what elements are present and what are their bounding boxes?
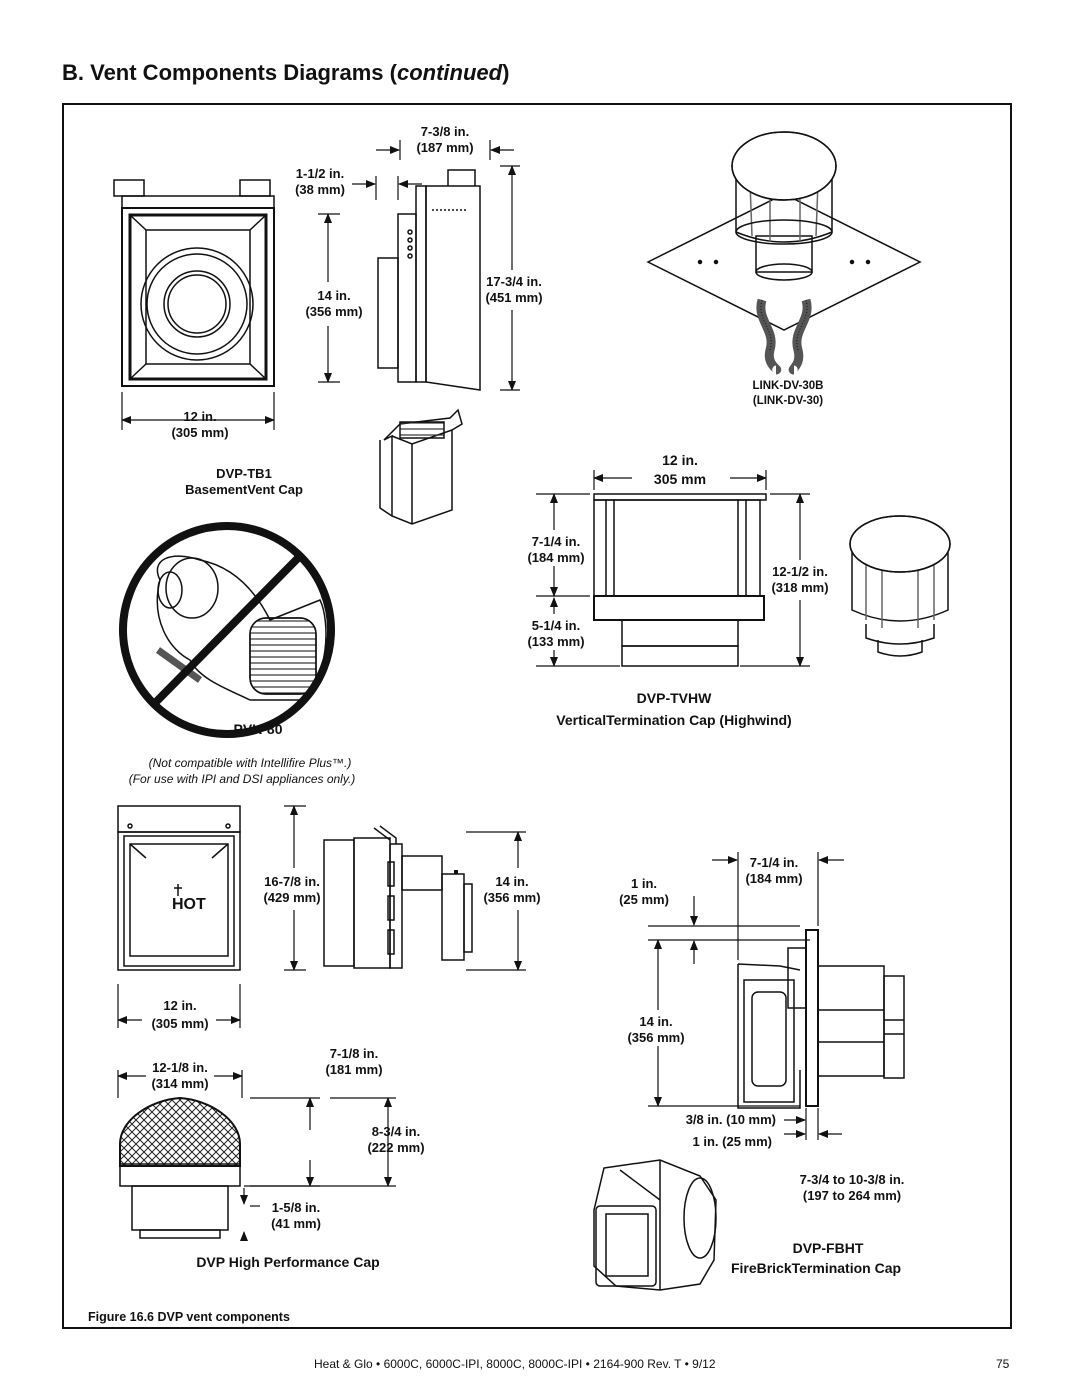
- pvk-note-2: (For use with IPI and DSI appliances onl…: [128, 772, 356, 786]
- hpc-width-mm: (305 mm): [151, 1016, 209, 1031]
- figure-caption: Figure 16.6 DVP vent components: [88, 1310, 290, 1324]
- hpc-guardh-dim: 8-3/4 in.(222 mm): [367, 1124, 425, 1155]
- prohibited-circle: [119, 522, 335, 738]
- tvhw-elevation-drawing: [593, 493, 767, 667]
- figure-frame: [62, 103, 1012, 1329]
- hpc-guard-mm: (314 mm): [151, 1076, 209, 1091]
- tb1-height-dim: 14 in.(356 mm): [305, 288, 363, 319]
- hpc-width-in: 12 in.: [163, 998, 197, 1013]
- dimension-lines: [117, 140, 844, 1241]
- tvhw-total-dim: 12-1/2 in.(318 mm): [771, 564, 829, 595]
- tvhw-model: DVP-TVHW: [636, 690, 712, 706]
- tvhw-width-in: 12 in.: [662, 452, 698, 468]
- tb1-side-dim: 1-1/2 in.(38 mm): [295, 166, 345, 197]
- page-title: B. Vent Components Diagrams (continued): [62, 60, 510, 85]
- tvhw-name: VerticalTermination Cap (Highwind): [556, 712, 792, 728]
- tb1-top-dim: 7-3/8 in.(187 mm): [416, 124, 474, 155]
- link-dv-drawing: [646, 131, 922, 375]
- tvhw-upper-dim: 7-1/4 in.(184 mm): [527, 534, 585, 565]
- tvhw-width-mm: 305 mm: [653, 471, 707, 487]
- basement-vent-side-drawing: [377, 169, 481, 391]
- hpc-collar-dim: 1-5/8 in.(41 mm): [271, 1200, 321, 1231]
- pvk-model: PVK-80: [233, 721, 283, 737]
- fbht-top-dim: 7-1/4 in.(184 mm): [745, 855, 803, 886]
- prohibited-slash: [151, 553, 303, 707]
- hpc-side-detail: [454, 870, 458, 874]
- link-caption: LINK-DV-30B(LINK-DV-30): [752, 380, 824, 407]
- fbht-model: DVP-FBHT: [792, 1240, 864, 1256]
- fbht-name: FireBrickTermination Cap: [730, 1260, 902, 1276]
- hpc-guard-in: 12-1/8 in.: [152, 1060, 208, 1075]
- hpc-front-drawing: [117, 805, 241, 971]
- hpc-name: DVP High Performance Cap: [196, 1254, 380, 1270]
- hpc-side-drawing: [323, 825, 473, 969]
- tvhw-lower-dim: 5-1/4 in.(133 mm): [527, 618, 585, 649]
- hpc-proj-dim: 7-1/8 in.(181 mm): [325, 1046, 383, 1077]
- fbht-iso-drawing: [593, 1159, 717, 1291]
- tb1-total-dim: 17-3/4 in.(451 mm): [485, 274, 543, 305]
- fbht-height-dim: 14 in.(356 mm): [627, 1014, 685, 1045]
- page-number: 75: [996, 1357, 1010, 1371]
- basement-vent-iso-drawing: [379, 408, 463, 525]
- page-footer: Heat & Glo • 6000C, 6000C-IPI, 8000C, 80…: [314, 1357, 716, 1371]
- fbht-flange-dim: 3/8 in. (10 mm): [685, 1112, 776, 1127]
- hpc-depth-dim: 14 in.(356 mm): [483, 874, 541, 905]
- pvk-note-1: (Not compatible with Intellifire Plus™.): [148, 756, 352, 770]
- fbht-side-drawing: [737, 929, 905, 1109]
- hot-label: HOT: [172, 896, 206, 913]
- basement-vent-front-drawing: [113, 179, 275, 387]
- fbht-gap-dim: 1 in. (25 mm): [692, 1134, 772, 1149]
- hpc-guard-drawing: [119, 1096, 241, 1239]
- tb1-width-dim: 12 in.(305 mm): [171, 409, 229, 440]
- tvhw-iso-drawing: [849, 515, 951, 657]
- fbht-range-dim: 7-3/4 to 10-3/8 in.(197 to 264 mm): [799, 1172, 905, 1203]
- hpc-height-dim: 16-7/8 in.(429 mm): [263, 874, 321, 905]
- fbht-offset-dim: 1 in.(25 mm): [619, 876, 669, 907]
- pvk-80-drawing: [155, 555, 327, 701]
